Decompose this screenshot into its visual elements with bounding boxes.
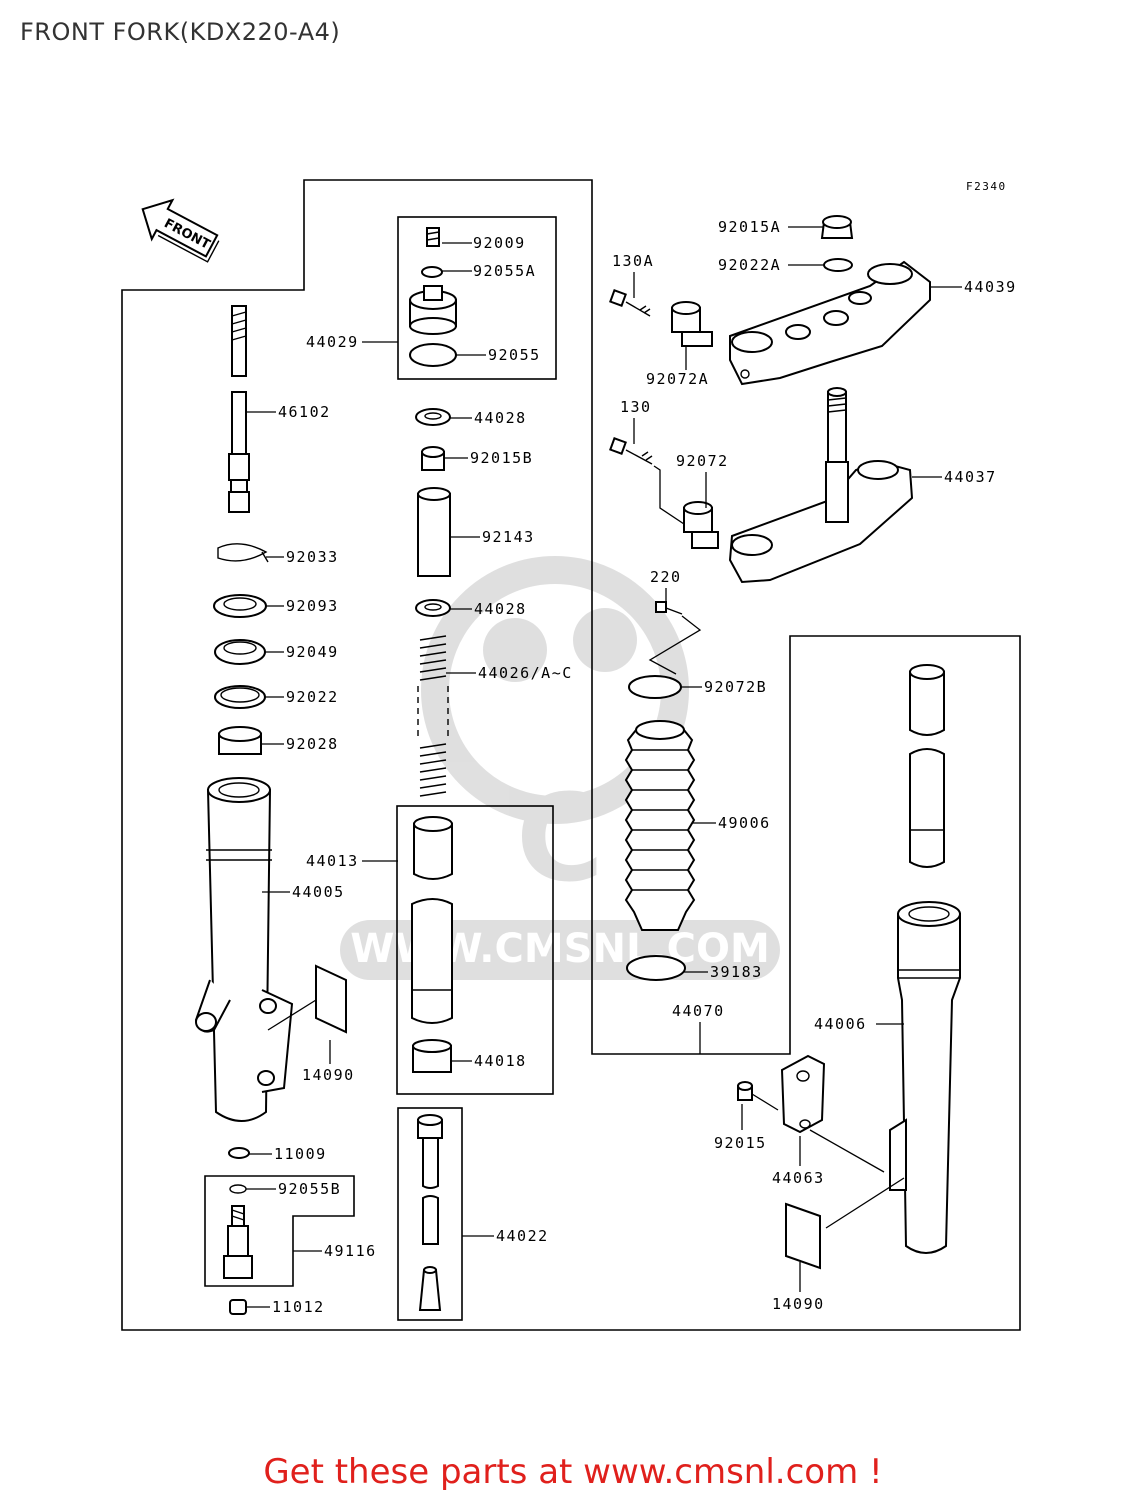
part-label-130: 130 (620, 398, 652, 416)
part-label-49116: 49116 (324, 1242, 377, 1260)
part-label-44018: 44018 (474, 1052, 527, 1070)
part-44018-drawing (412, 1039, 452, 1073)
part-220-screw-drawing (655, 601, 683, 615)
part-92093-drawing (213, 594, 267, 618)
diagram-code: F2340 (966, 180, 1007, 193)
part-92015A-drawing (820, 215, 854, 239)
part-label-92022A: 92022A (718, 256, 781, 274)
part-label-44039: 44039 (964, 278, 1017, 296)
part-14090-right-sticker (785, 1202, 821, 1270)
part-label-44029: 44029 (306, 333, 359, 351)
part-11012-drawing (229, 1299, 247, 1315)
part-44028-lower-drawing (415, 599, 451, 617)
footer-link[interactable]: Get these parts at www.cmsnl.com ! (263, 1452, 883, 1492)
part-label-92055B: 92055B (278, 1180, 341, 1198)
svg-text:C: C (516, 770, 604, 909)
front-arrow-icon: FRONT (141, 198, 220, 263)
part-92072B-drawing (628, 675, 682, 699)
part-44013-drawing (411, 816, 453, 1024)
part-44029-drawing (409, 285, 457, 335)
part-44039-drawing (729, 260, 931, 386)
part-label-92093: 92093 (286, 597, 339, 615)
part-39183-drawing (626, 955, 686, 981)
part-49006-boot-drawing (624, 720, 696, 931)
part-44022-drawing (417, 1114, 443, 1311)
part-label-92055: 92055 (488, 346, 541, 364)
part-11009-drawing (228, 1147, 250, 1159)
part-92015-nut-drawing (737, 1081, 753, 1101)
part-92022-drawing (214, 685, 266, 709)
part-49116-frame (204, 1175, 355, 1287)
part-label-92015A: 92015A (718, 218, 781, 236)
leader-lines (246, 226, 962, 1308)
part-label-220: 220 (650, 568, 682, 586)
part-92049-drawing (214, 639, 266, 665)
part-44037-drawing (728, 387, 914, 584)
part-92028-drawing (218, 726, 262, 755)
part-label-92033: 92033 (286, 548, 339, 566)
part-label-92055A: 92055A (473, 262, 536, 280)
part-label-130A: 130A (612, 252, 654, 270)
part-label-11012: 11012 (272, 1298, 325, 1316)
part-92055-drawing (409, 343, 457, 367)
part-44022-frame (397, 1107, 463, 1321)
part-label-92009: 92009 (473, 234, 526, 252)
part-labels: 92009 92055A 44029 92055 44028 92015B 92… (272, 218, 1017, 1316)
part-46102-drawing (228, 305, 250, 513)
part-130-bolt-drawing (609, 437, 653, 465)
part-label-44006: 44006 (814, 1015, 867, 1033)
part-label-92022: 92022 (286, 688, 339, 706)
part-label-44005: 44005 (292, 883, 345, 901)
part-label-92015B: 92015B (470, 449, 533, 467)
part-92072A-drawing (671, 301, 713, 347)
part-label-46102: 46102 (278, 403, 331, 421)
part-label-39183: 39183 (710, 963, 763, 981)
part-44005-drawing (194, 777, 294, 1122)
page-title: FRONT FORK(KDX220-A4) (20, 18, 341, 46)
part-44029-frame (397, 216, 557, 380)
part-44063-drawing (780, 1054, 826, 1134)
part-92015B-drawing (421, 446, 445, 471)
part-label-14090-right: 14090 (772, 1295, 825, 1313)
part-label-44026: 44026/A~C (478, 664, 573, 682)
main-frame (121, 179, 1021, 1331)
part-label-92028: 92028 (286, 735, 339, 753)
part-14090-label-sticker (315, 964, 347, 1034)
part-49116-drawing (223, 1205, 253, 1279)
part-label-92072B: 92072B (704, 678, 767, 696)
part-label-92072A: 92072A (646, 370, 709, 388)
part-label-44013: 44013 (306, 852, 359, 870)
part-44013-frame (396, 805, 554, 1095)
part-92022A-drawing (823, 258, 853, 272)
part-92072-drawing (683, 501, 719, 549)
part-92033-drawing (217, 543, 269, 563)
part-44028-upper-drawing (415, 408, 451, 426)
part-inner-tube-drawing (909, 664, 945, 868)
part-44026-spring-drawing (417, 635, 449, 797)
watermark: WWW.CMSNL.COM C (340, 556, 780, 980)
part-label-44028-upper: 44028 (474, 409, 527, 427)
part-label-44022: 44022 (496, 1227, 549, 1245)
part-label-14090-left: 14090 (302, 1066, 355, 1084)
part-92009-drawing (426, 227, 440, 247)
part-92055A-drawing (421, 266, 443, 278)
part-label-92143: 92143 (482, 528, 535, 546)
part-label-44037: 44037 (944, 468, 997, 486)
part-92143-drawing (417, 487, 451, 577)
part-label-92015: 92015 (714, 1134, 767, 1152)
part-label-92049: 92049 (286, 643, 339, 661)
part-44006-drawing (889, 901, 961, 1254)
part-label-44070: 44070 (672, 1002, 725, 1020)
part-label-44028-lower: 44028 (474, 600, 527, 618)
part-label-11009: 11009 (274, 1145, 327, 1163)
part-label-44063: 44063 (772, 1169, 825, 1187)
part-label-49006: 49006 (718, 814, 771, 832)
part-130A-bolt-drawing (609, 289, 651, 317)
part-label-92072: 92072 (676, 452, 729, 470)
